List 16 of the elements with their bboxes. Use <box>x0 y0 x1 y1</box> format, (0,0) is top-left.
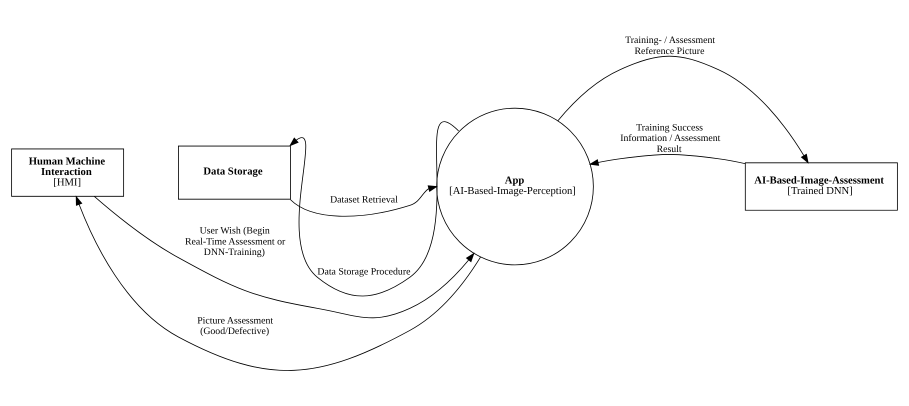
node-box: AI-Based-Image-Assessment [Trained DNN] <box>744 162 898 211</box>
edge-label: Training- / Assessment Reference Picture <box>625 35 716 57</box>
edge-label: Picture Assessment (Good/Defective) <box>197 316 274 338</box>
node-box: Human Machine Interaction [HMI] <box>11 148 124 197</box>
arrow <box>94 196 475 318</box>
edge-label: Data Storage Procedure <box>317 266 410 278</box>
arrow <box>588 154 746 166</box>
node-circle: App [AI-Based-Image-Perception] <box>436 108 594 266</box>
arrow <box>557 56 809 164</box>
edge-label: Dataset Retrieval <box>330 194 398 206</box>
node-box: Data Storage <box>178 146 291 200</box>
edge-label: Training Success Information / Assessment Result <box>620 122 720 155</box>
arrow <box>76 195 482 371</box>
arrow <box>290 185 438 217</box>
edge-label: User Wish (Begin Real-Time Assessment or DNN-Training) <box>184 226 286 258</box>
arrow <box>289 122 459 296</box>
